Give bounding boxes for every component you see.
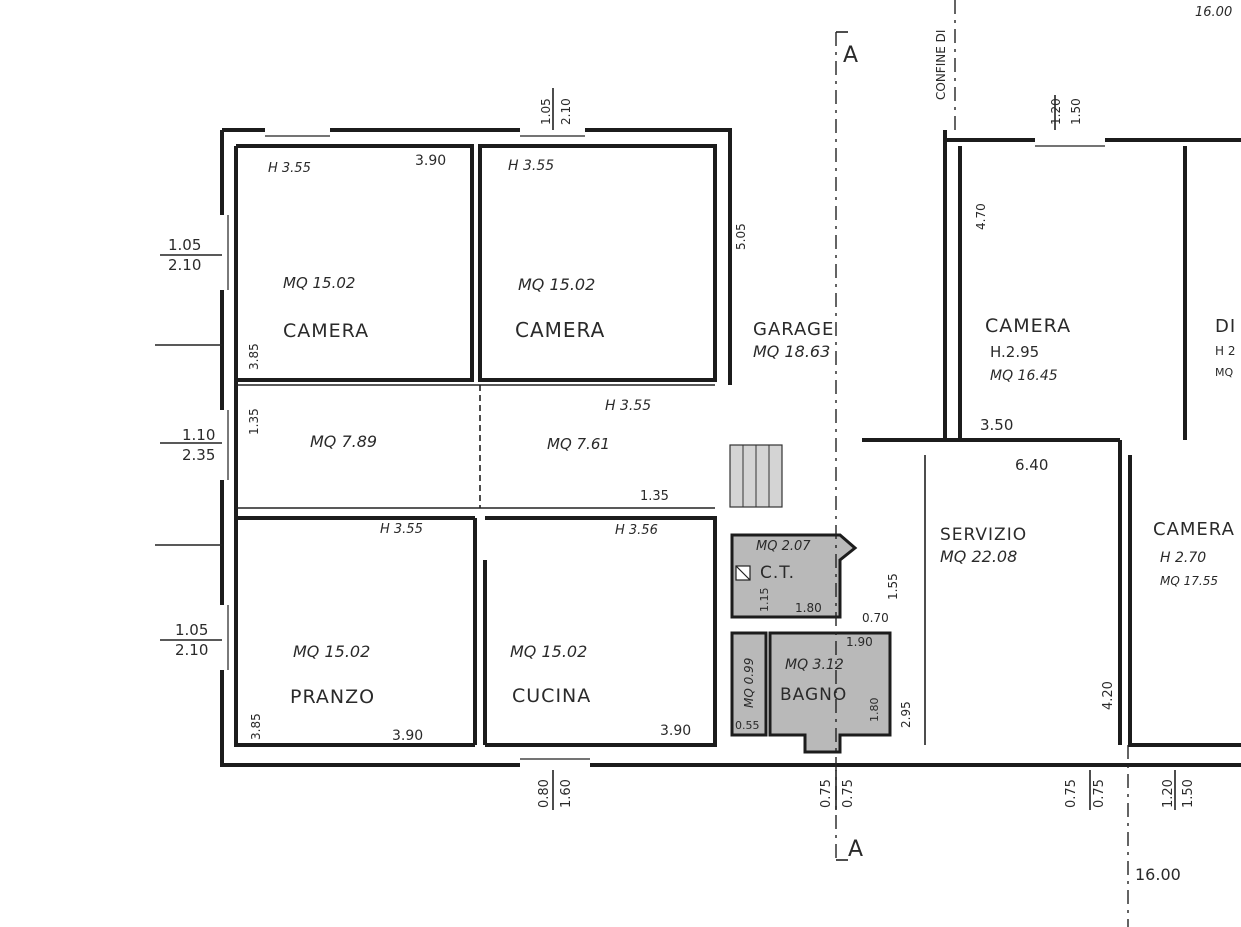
wc-area: MQ 0.99 bbox=[742, 658, 756, 708]
left-window-1-dim-b: 2.10 bbox=[168, 256, 201, 274]
garage-name: GARAGE bbox=[753, 319, 834, 340]
left-door-dim-b: 2.35 bbox=[182, 446, 215, 464]
servizio-dim-a: 1.55 bbox=[886, 573, 900, 600]
camera-1-name: CAMERA bbox=[283, 320, 369, 342]
left-door-dim-a: 1.10 bbox=[182, 426, 215, 444]
ct-dim-a: 1.15 bbox=[758, 588, 771, 613]
bottom-servizio-dim-b: 0.75 bbox=[1092, 779, 1107, 808]
servizio-area: MQ 22.08 bbox=[940, 547, 1017, 566]
camera-1-dim: 3.90 bbox=[415, 153, 446, 169]
top-window-dim-b: 2.10 bbox=[559, 98, 573, 125]
cucina-dim: 3.90 bbox=[660, 723, 691, 739]
top-window-east-dim-b: 1.50 bbox=[1069, 98, 1083, 125]
bagno-dim-b: 1.80 bbox=[868, 698, 881, 723]
camera-se-dim: 4.20 bbox=[1101, 681, 1116, 710]
bagno-dim-a: 1.90 bbox=[846, 635, 873, 649]
camera-2-name: CAMERA bbox=[515, 318, 605, 342]
servizio-dim-b: 0.70 bbox=[862, 611, 889, 625]
ct-dim-b: 1.80 bbox=[795, 601, 822, 615]
left-window-2-dim-b: 2.10 bbox=[175, 641, 208, 659]
pranzo-dim: 3.90 bbox=[392, 728, 423, 744]
pranzo-wall-dim: 3.85 bbox=[249, 713, 263, 740]
bottom-garage-dim-a: 0.75 bbox=[819, 779, 834, 808]
pranzo-area: MQ 15.02 bbox=[293, 642, 370, 661]
garage-area: MQ 18.63 bbox=[753, 342, 830, 361]
left-window-1-dim-a: 1.05 bbox=[168, 236, 201, 254]
bottom-door-dim-b: 1.60 bbox=[559, 779, 574, 808]
bottom-east-dim-a: 1.20 bbox=[1161, 779, 1176, 808]
servizio-dim-d: 6.40 bbox=[1015, 456, 1048, 474]
corridor-west-dim: 1.35 bbox=[247, 408, 261, 435]
bagno-area: MQ 3.12 bbox=[785, 657, 844, 673]
bottom-servizio-dim-a: 0.75 bbox=[1064, 779, 1079, 808]
cucina-name: CUCINA bbox=[512, 685, 591, 707]
corridor-east-dim: 1.35 bbox=[640, 489, 669, 504]
camera-se-height: H 2.70 bbox=[1160, 550, 1206, 566]
section-mark-bottom: A bbox=[848, 837, 863, 862]
camera-se-name: CAMERA bbox=[1153, 519, 1235, 540]
camera-east-area: MQ 16.45 bbox=[990, 368, 1058, 384]
ct-area: MQ 2.07 bbox=[756, 539, 811, 554]
left-window-2-dim-a: 1.05 bbox=[175, 621, 208, 639]
camera-1-area: MQ 15.02 bbox=[283, 274, 355, 292]
camera-se-area: MQ 17.55 bbox=[1160, 574, 1218, 588]
camera-2-area: MQ 15.02 bbox=[518, 275, 595, 294]
bottom-garage-dim-b: 0.75 bbox=[841, 779, 856, 808]
partial-ne-height: H 2 bbox=[1215, 344, 1235, 358]
section-mark-top: A bbox=[843, 43, 858, 68]
camera-2-height: H 3.55 bbox=[508, 158, 554, 174]
top-window-dim-a: 1.05 bbox=[539, 98, 553, 125]
pranzo-height: H 3.55 bbox=[380, 522, 423, 537]
servizio-dim-c: 2.95 bbox=[899, 701, 913, 728]
stairs bbox=[729, 444, 783, 508]
dimension-lines bbox=[155, 88, 1176, 810]
corridor-east-area: MQ 7.61 bbox=[547, 435, 610, 453]
exterior-walls bbox=[220, 128, 1241, 767]
bagno-name: BAGNO bbox=[780, 685, 847, 705]
bottom-door-dim-a: 0.80 bbox=[537, 779, 552, 808]
ct-name: C.T. bbox=[760, 563, 795, 583]
section-lines bbox=[835, 0, 1129, 927]
boundary-label: CONFINE DI bbox=[934, 30, 948, 100]
partial-ne-name: DI bbox=[1215, 316, 1236, 337]
camera-1-height: H 3.55 bbox=[268, 161, 311, 176]
camera-1-wall-dim: 3.85 bbox=[247, 343, 261, 370]
camera-east-height: H.2.95 bbox=[990, 343, 1039, 361]
top-window-east-dim-a: 1.20 bbox=[1049, 98, 1063, 125]
camera-east-dim-a: 4.70 bbox=[974, 203, 988, 230]
corridor-east-height: H 3.55 bbox=[605, 398, 651, 414]
corridor-west-area: MQ 7.89 bbox=[310, 432, 377, 451]
partial-ne-area: MQ bbox=[1215, 366, 1233, 379]
wc-dim: 0.55 bbox=[735, 719, 760, 732]
service-rooms bbox=[730, 533, 892, 754]
pranzo-name: PRANZO bbox=[290, 686, 375, 708]
camera-east-name: CAMERA bbox=[985, 315, 1071, 337]
servizio-name: SERVIZIO bbox=[940, 525, 1027, 545]
openings bbox=[219, 127, 590, 768]
cucina-area: MQ 15.02 bbox=[510, 642, 587, 661]
dim-bottom-right: 16.00 bbox=[1135, 865, 1181, 884]
cucina-height: H 3.56 bbox=[615, 523, 658, 538]
camera-2-wall-dim: 5.05 bbox=[734, 223, 748, 250]
camera-east-dim-b: 3.50 bbox=[980, 416, 1013, 434]
bottom-east-dim-b: 1.50 bbox=[1181, 779, 1196, 808]
east-walls bbox=[862, 130, 1241, 747]
dim-top-right: 16.00 bbox=[1195, 5, 1232, 20]
